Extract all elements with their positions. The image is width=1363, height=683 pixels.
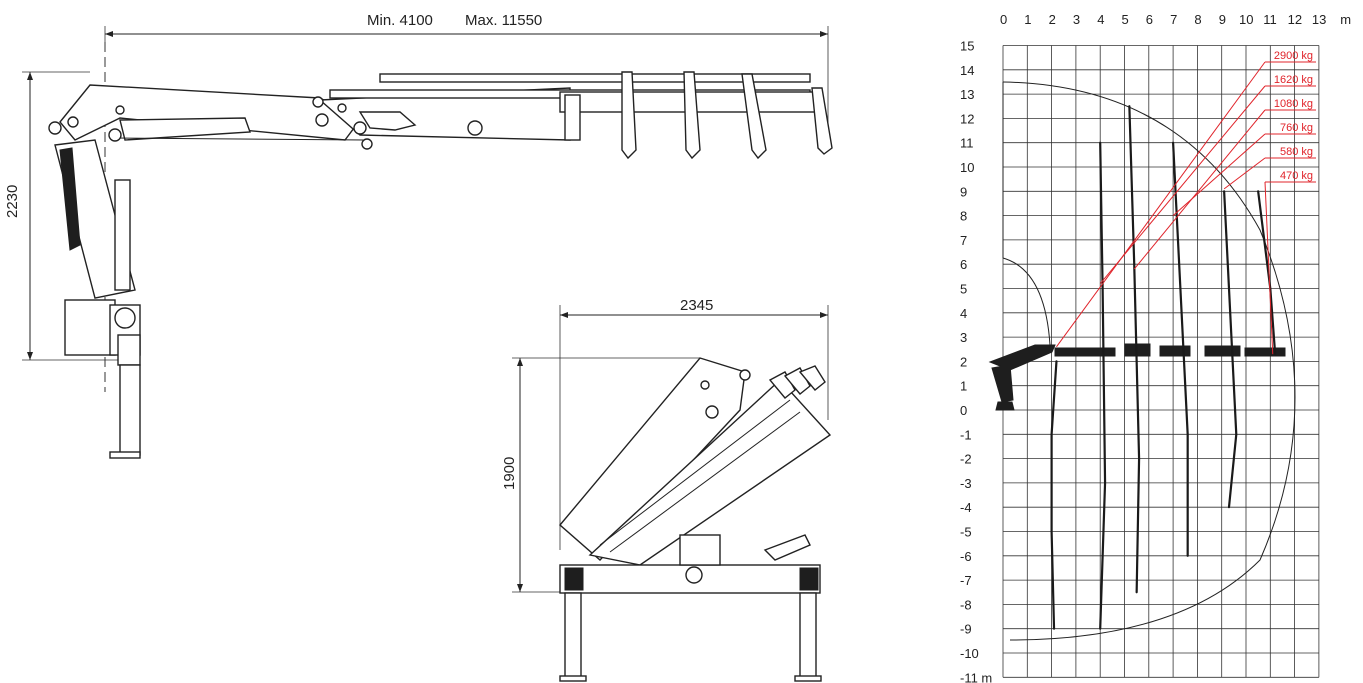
load-curve xyxy=(1171,141,1189,557)
extension-2 xyxy=(379,73,811,83)
load-curves xyxy=(1050,105,1277,630)
leader-line xyxy=(1099,85,1266,284)
x-tick: 2 xyxy=(1049,12,1056,27)
y-tick: -8 xyxy=(960,597,972,612)
crane-folded-view: 2345 1900 xyxy=(501,297,832,682)
y-tick: 14 xyxy=(960,63,974,78)
y-tick: 6 xyxy=(960,257,967,272)
x-tick: 7 xyxy=(1170,12,1177,27)
load-labels: 2900 kg 1620 kg 1080 kg 760 kg 580 kg 470 kg xyxy=(1274,50,1313,182)
y-tick: -7 xyxy=(960,573,972,588)
load-label: 580 kg xyxy=(1280,146,1313,158)
y-tick: -6 xyxy=(960,549,972,564)
leader-line xyxy=(1264,181,1274,355)
y-tick: 4 xyxy=(960,306,967,321)
folded-leg-right xyxy=(799,592,817,679)
main-boom xyxy=(59,84,362,141)
leader-line xyxy=(1172,133,1266,216)
crane-side-view: Min. 4100 Max. 11550 2230 xyxy=(4,12,833,459)
x-tick: 0 xyxy=(1000,12,1007,27)
x-tick: 12 xyxy=(1288,12,1302,27)
load-label: 470 kg xyxy=(1280,170,1313,182)
y-tick: -1 xyxy=(960,427,972,442)
load-label: 1620 kg xyxy=(1274,74,1313,86)
x-tick: 6 xyxy=(1146,12,1153,27)
y-tick: 0 xyxy=(960,403,967,418)
load-curve xyxy=(1099,141,1107,630)
x-tick: 11 xyxy=(1263,12,1277,27)
y-tick: -5 xyxy=(960,525,972,540)
x-tick: 3 xyxy=(1073,12,1080,27)
x-tick: 4 xyxy=(1097,12,1104,27)
folded-hooks xyxy=(768,365,826,399)
folded-height-label: 1900 xyxy=(501,457,518,490)
jib-tip xyxy=(358,111,417,131)
load-label: 1080 kg xyxy=(1274,98,1313,110)
height-label: 2230 xyxy=(4,185,21,218)
y-tick: 5 xyxy=(960,282,967,297)
y-tick-labels: 1514131211109876543210-1-2-3-4-5-6-7-8-9… xyxy=(960,39,992,683)
y-tick: 10 xyxy=(960,160,974,175)
y-tick: 12 xyxy=(960,111,974,126)
load-label: 2900 kg xyxy=(1274,50,1313,62)
hook-eye xyxy=(467,120,483,136)
x-tick: 1 xyxy=(1024,12,1031,27)
folded-leg-left xyxy=(564,592,582,679)
chart-grid xyxy=(1002,45,1320,678)
leader-line xyxy=(1056,61,1266,348)
leader-line xyxy=(1133,109,1266,270)
load-curve xyxy=(1128,105,1141,594)
folded-outer-boom xyxy=(588,379,832,566)
load-curve xyxy=(1257,190,1277,356)
y-tick: 9 xyxy=(960,184,967,199)
load-curve xyxy=(1050,360,1058,630)
leader-line xyxy=(1223,157,1266,190)
y-tick: 3 xyxy=(960,330,967,345)
x-tick: m xyxy=(1340,12,1351,27)
y-tick: 13 xyxy=(960,87,974,102)
y-tick: 2 xyxy=(960,354,967,369)
y-tick: -3 xyxy=(960,476,972,491)
x-tick: 10 xyxy=(1239,12,1253,27)
lift-cylinder xyxy=(119,117,251,141)
reach-envelope xyxy=(1002,81,1296,641)
boom-pins xyxy=(48,96,373,150)
stabilizer-leg xyxy=(119,364,141,456)
load-label: 760 kg xyxy=(1280,122,1313,134)
y-tick: 7 xyxy=(960,233,967,248)
y-tick: 8 xyxy=(960,209,967,224)
y-tick: 1 xyxy=(960,379,967,394)
y-tick: 11 xyxy=(960,136,974,151)
extension-hooks xyxy=(621,71,833,160)
x-tick: 9 xyxy=(1219,12,1226,27)
y-tick: -4 xyxy=(960,500,972,515)
x-tick: 5 xyxy=(1122,12,1129,27)
y-tick: -9 xyxy=(960,622,972,637)
x-tick: 8 xyxy=(1194,12,1201,27)
max-reach-label: Max. 11550 xyxy=(465,12,542,29)
y-tick: -2 xyxy=(960,452,972,467)
x-tick: 13 xyxy=(1312,12,1326,27)
y-tick: 15 xyxy=(960,39,974,54)
min-reach-label: Min. 4100 xyxy=(367,12,433,29)
width-label: 2345 xyxy=(680,297,713,314)
y-tick: -11 m xyxy=(960,670,992,683)
load-leaders xyxy=(1056,61,1316,355)
load-curve xyxy=(1223,190,1238,509)
column-cover xyxy=(59,147,81,251)
y-tick: -10 xyxy=(960,646,979,661)
crane-base xyxy=(64,299,116,356)
